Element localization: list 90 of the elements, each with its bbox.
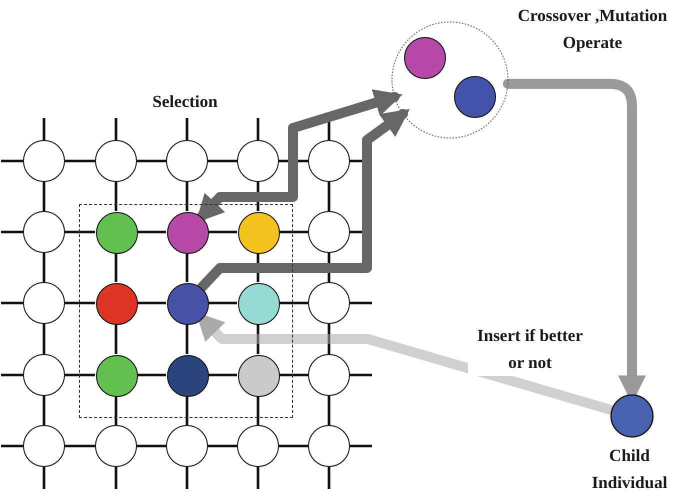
grid-line [328, 396, 330, 425]
grid-line [256, 253, 260, 282]
grid-line [65, 444, 95, 448]
grid-line [42, 253, 46, 282]
grid-line [137, 302, 166, 304]
individual-circle [238, 283, 280, 325]
grid-line [256, 182, 260, 211]
individual-circle [96, 283, 138, 325]
arrow [196, 89, 403, 223]
individual-circle [23, 140, 65, 182]
individual-circle [238, 355, 280, 397]
step-label: Selection [151, 91, 219, 113]
grid-line [186, 253, 188, 282]
grid-line [186, 324, 188, 354]
individual-circle [308, 140, 350, 182]
individual-circle [167, 283, 209, 325]
grid-line [42, 118, 46, 140]
grid-line [208, 302, 237, 304]
individual-circle [23, 282, 65, 324]
grid-line [114, 467, 118, 489]
individual-circle [308, 211, 350, 253]
individual-circle [237, 425, 279, 467]
grid-line [328, 467, 330, 489]
individual-circle [23, 354, 65, 396]
individual-circle [454, 76, 496, 118]
grid-line [42, 396, 46, 425]
grid-line [42, 182, 46, 211]
grid-line [137, 444, 166, 448]
grid-line [114, 396, 118, 425]
grid-line [65, 160, 95, 162]
grid-line [42, 467, 46, 489]
grid-line [42, 324, 46, 354]
individual-circle [23, 425, 65, 467]
individual-circle [96, 212, 138, 254]
grid-line [208, 160, 237, 162]
grid-line [114, 118, 118, 140]
grid-line [65, 374, 95, 376]
grid-line [350, 302, 372, 304]
grid-line [328, 253, 330, 282]
grid-line [1, 230, 23, 234]
grid-line [65, 230, 95, 234]
individual-circle [404, 37, 446, 79]
arrow [196, 108, 410, 293]
grid-line [186, 118, 188, 140]
grid-line [1, 160, 23, 162]
grid-line [186, 182, 188, 211]
individual-circle [308, 425, 350, 467]
grid-line [137, 160, 166, 162]
grid-line [256, 467, 260, 489]
grid-line [350, 374, 372, 376]
grid-line [328, 324, 330, 354]
grid-line [279, 374, 308, 376]
individual-circle [167, 212, 209, 254]
grid-line [279, 160, 308, 162]
grid-line [137, 230, 166, 234]
operator-heading: Crossover ,Mutation Operate [516, 5, 668, 54]
grid-line [279, 230, 308, 234]
grid-line [186, 396, 188, 425]
grid-line [256, 118, 260, 140]
individual-circle [96, 355, 138, 397]
grid-line [208, 444, 237, 448]
individual-circle [167, 355, 209, 397]
individual-circle [166, 140, 208, 182]
grid-line [114, 324, 118, 354]
grid-line [350, 444, 372, 448]
individual-circle [95, 425, 137, 467]
grid-line [279, 444, 308, 448]
grid-line [208, 230, 237, 234]
grid-line [256, 324, 260, 354]
grid-line [328, 182, 330, 211]
individual-circle [308, 354, 350, 396]
grid-line [65, 302, 95, 304]
grid-line [114, 182, 118, 211]
grid-line [256, 396, 260, 425]
individual-circle [308, 282, 350, 324]
child-label: Child Individual [590, 445, 668, 494]
grid-line [279, 302, 308, 304]
individual-circle [237, 140, 279, 182]
neighborhood-box [79, 204, 293, 418]
individual-circle [23, 211, 65, 253]
individual-circle [95, 140, 137, 182]
grid-line [1, 302, 23, 304]
individual-circle [166, 425, 208, 467]
individual-circle [238, 212, 280, 254]
grid-line [1, 444, 23, 448]
grid-line [208, 374, 237, 376]
grid-line [186, 467, 188, 489]
grid-line [114, 253, 118, 282]
grid-line [137, 374, 166, 376]
grid-line [1, 374, 23, 376]
